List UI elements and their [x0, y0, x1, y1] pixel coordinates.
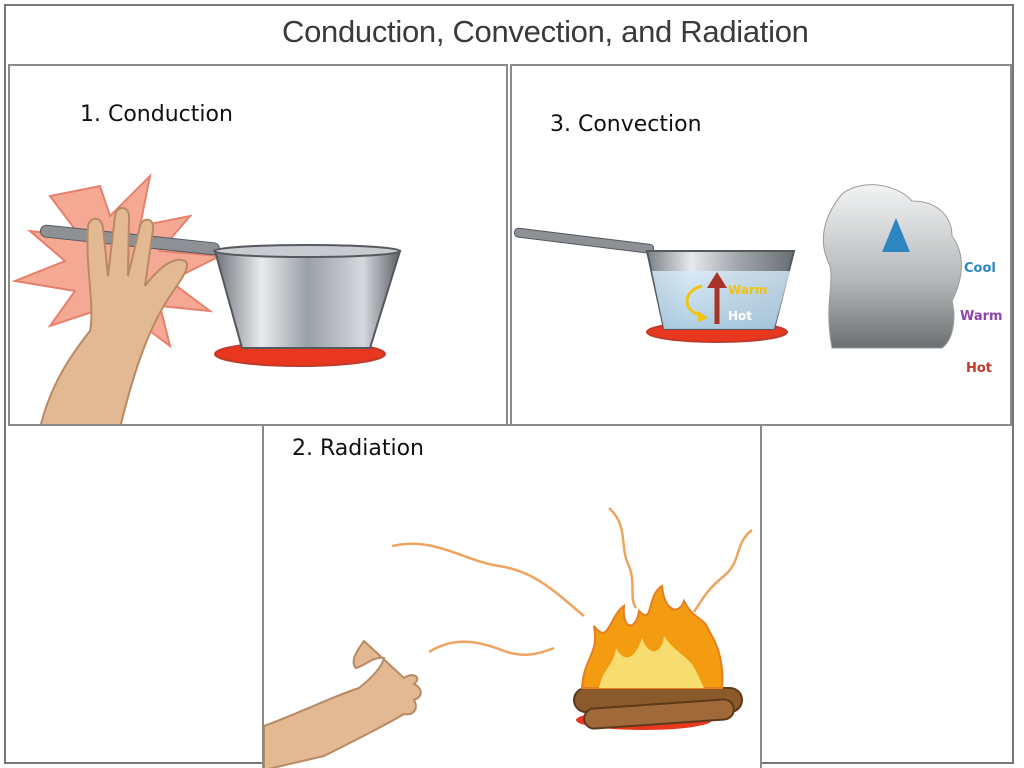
log-icon [583, 698, 735, 730]
conduction-illustration [11, 172, 402, 424]
convection-label: 3. Convection [550, 112, 702, 137]
convection-illustration: Warm Hot Cool Warm Hot [513, 184, 1003, 378]
radiation-panel: 2. Radiation [262, 424, 762, 768]
conduction-label: 1. Conduction [80, 102, 233, 127]
cloud-icon [822, 184, 962, 349]
pot-warm-label: Warm [728, 283, 767, 297]
conduction-panel: 1. Conduction [8, 64, 508, 426]
heat-wave-icon [692, 529, 753, 613]
page-title: Conduction, Convection, and Radiation [282, 14, 809, 49]
scale-hot-label: Hot [966, 361, 992, 376]
water-icon [652, 271, 790, 329]
scale-warm-label: Warm [960, 309, 1003, 324]
circulation-arrow-icon [685, 284, 703, 318]
heat-wave-icon [391, 542, 585, 617]
radiation-label: 2. Radiation [292, 436, 424, 461]
radiation-illustration [264, 507, 753, 768]
scale-cool-label: Cool [964, 261, 996, 276]
pot-icon [213, 250, 402, 349]
heat-wave-icon [608, 507, 638, 609]
pot-hot-label: Hot [728, 309, 752, 323]
pot-handle-icon [513, 227, 655, 254]
hand-icon [264, 639, 422, 768]
heat-wave-icon [428, 640, 555, 656]
convection-panel: 3. Convection [510, 64, 1012, 426]
hand-icon [40, 207, 189, 424]
